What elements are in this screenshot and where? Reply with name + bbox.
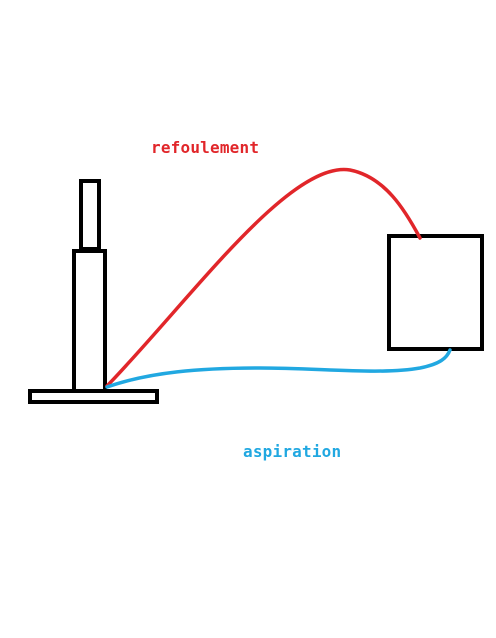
discharge-pipe-line [105,167,422,388]
pump-top-shaft [79,179,101,251]
suction-label: aspiration [243,442,341,461]
pump-assembly [28,179,159,404]
discharge-label: refoulement [151,138,259,157]
pump-body [72,249,107,393]
suction-pipe-line [105,348,452,389]
tank-box [387,234,484,351]
